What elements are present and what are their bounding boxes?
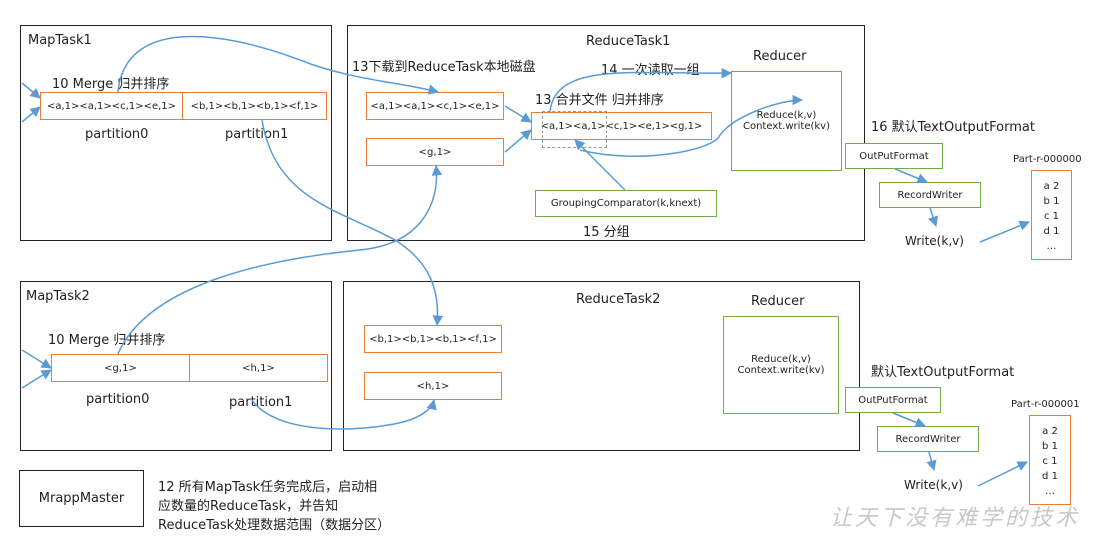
maptask1-partition0-label: partition0 xyxy=(85,127,149,142)
arrow-outputformat1-to-recordwriter1 xyxy=(894,168,928,184)
part-r-000000-title: Part-r-000000 xyxy=(1013,154,1082,165)
part-r-000000-file: a 2 b 1 c 1 d 1 … xyxy=(1031,170,1072,260)
part0-line: a 2 xyxy=(1043,181,1060,192)
arrow-write2-to-part1 xyxy=(977,461,1028,487)
reducer1-box: Reduce(k,v) Context.write(kv) xyxy=(731,71,842,171)
reducetask1-outputformat-box: OutPutFormat xyxy=(845,143,943,169)
reducer1-title: Reducer xyxy=(753,49,807,64)
reducetask2-output-label: 默认TextOutputFormat xyxy=(871,365,1015,380)
maptask1-frame xyxy=(20,25,332,241)
arrow-reducer-loop xyxy=(579,94,804,157)
part1-line: a 2 xyxy=(1042,426,1058,437)
grouping-comparator-box: GroupingComparator(k,knext) xyxy=(535,190,717,217)
reducetask2-write-label: Write(k,v) xyxy=(904,478,963,492)
maptask2-partition0-label: partition0 xyxy=(86,392,150,407)
maptask2-merge-label: 10 Merge 归并排序 xyxy=(48,333,166,348)
reducetask1-write-label: Write(k,v) xyxy=(905,234,964,248)
mrappmaster-box: MrappMaster xyxy=(19,470,144,527)
arrow-maptask2-entry-bottom xyxy=(21,369,52,389)
arrow-p0-to-reduce1 xyxy=(117,35,440,95)
maptask2-partition0-box: <g,1> xyxy=(51,354,190,382)
reducetask1-read-label: 14 一次读取一组 xyxy=(601,63,700,78)
part-r-000001-file: a 2 b 1 c 1 d 1 … xyxy=(1029,415,1071,505)
arrow-merged-to-reducer xyxy=(549,67,733,113)
maptask1-partition1-box: <b,1><b,1><b,1><f,1> xyxy=(182,92,327,120)
arrow-recordwriter1-to-write1 xyxy=(928,207,938,227)
arrow-input-a-to-merged xyxy=(504,105,532,123)
maptask1-title: MapTask1 xyxy=(28,33,92,48)
reducer1-context-text: Context.write(kv) xyxy=(742,121,830,132)
reducetask1-recordwriter-box: RecordWriter xyxy=(879,182,981,208)
arrow-maptask1-entry-bottom xyxy=(21,106,41,123)
reducetask1-group-label: 15 分组 xyxy=(583,225,630,240)
reducer2-reduce-text: Reduce(k,v) xyxy=(751,354,811,365)
arrow-m2p1-to-reduce2 xyxy=(251,398,437,430)
reducer1-reduce-text: Reduce(k,v) xyxy=(756,110,817,121)
part0-line: d 1 xyxy=(1043,226,1060,237)
mrappmaster-note-line3: ReduceTask处理数据范围（数据分区） xyxy=(158,518,391,533)
part0-line: c 1 xyxy=(1043,211,1060,222)
maptask1-merge-label: 10 Merge 归并排序 xyxy=(52,77,170,92)
reducer2-title: Reducer xyxy=(751,294,805,309)
arrow-input-g-to-merged xyxy=(504,129,532,153)
maptask1-partition1-label: partition1 xyxy=(225,127,289,142)
reducetask1-input-a-box: <a,1><a,1><c,1><e,1> xyxy=(366,92,504,120)
reducetask1-title: ReduceTask1 xyxy=(586,34,671,49)
maptask2-title: MapTask2 xyxy=(26,289,90,304)
mrappmaster-title: MrappMaster xyxy=(38,491,125,506)
maptask2-partition1-label: partition1 xyxy=(229,395,293,410)
maptask2-partition1-box: <h,1> xyxy=(189,354,328,382)
reducer2-context-text: Context.write(kv) xyxy=(737,365,825,376)
reducer2-box: Reduce(k,v) Context.write(kv) xyxy=(723,316,839,414)
reducetask1-merged-box: <a,1><a,1><c,1><e,1><g,1> xyxy=(531,112,712,140)
reducetask1-input-g-box: <g,1> xyxy=(366,138,504,166)
reducetask1-output-label: 16 默认TextOutputFormat xyxy=(871,120,1035,135)
reducetask1-merge-label: 13 合并文件 归并排序 xyxy=(535,93,664,108)
part1-line: b 1 xyxy=(1042,441,1058,452)
arrow-maptask2-entry-top xyxy=(21,349,52,369)
reducetask2-title: ReduceTask2 xyxy=(576,292,661,307)
part1-line: d 1 xyxy=(1042,471,1058,482)
reducetask2-recordwriter-box: RecordWriter xyxy=(877,426,979,452)
mrappmaster-note-line1: 12 所有MapTask任务完成后，启动相 xyxy=(158,480,378,495)
arrow-recordwriter2-to-write2 xyxy=(926,451,937,472)
reducetask2-outputformat-box: OutPutFormat xyxy=(845,387,941,413)
reducetask1-download-label: 13下载到ReduceTask本地磁盘 xyxy=(352,60,536,75)
arrow-m2p0-to-reduce1 xyxy=(117,164,443,355)
part-r-000001-title: Part-r-000001 xyxy=(1011,399,1080,410)
arrow-write1-to-part0 xyxy=(979,220,1030,243)
arrow-grouping-to-merged xyxy=(574,139,626,191)
arrow-outputformat2-to-recordwriter2 xyxy=(892,412,926,428)
arrow-maptask1-entry-top xyxy=(21,82,41,99)
part1-line: c 1 xyxy=(1042,456,1058,467)
watermark-text: 让天下没有难学的技术 xyxy=(830,506,1081,531)
part1-line: … xyxy=(1045,486,1055,497)
mrappmaster-note-line2: 应数量的ReduceTask，并告知 xyxy=(158,499,339,514)
part0-line: b 1 xyxy=(1043,196,1060,207)
arrow-p1-to-reduce2 xyxy=(261,119,444,327)
part0-line: … xyxy=(1046,241,1057,252)
